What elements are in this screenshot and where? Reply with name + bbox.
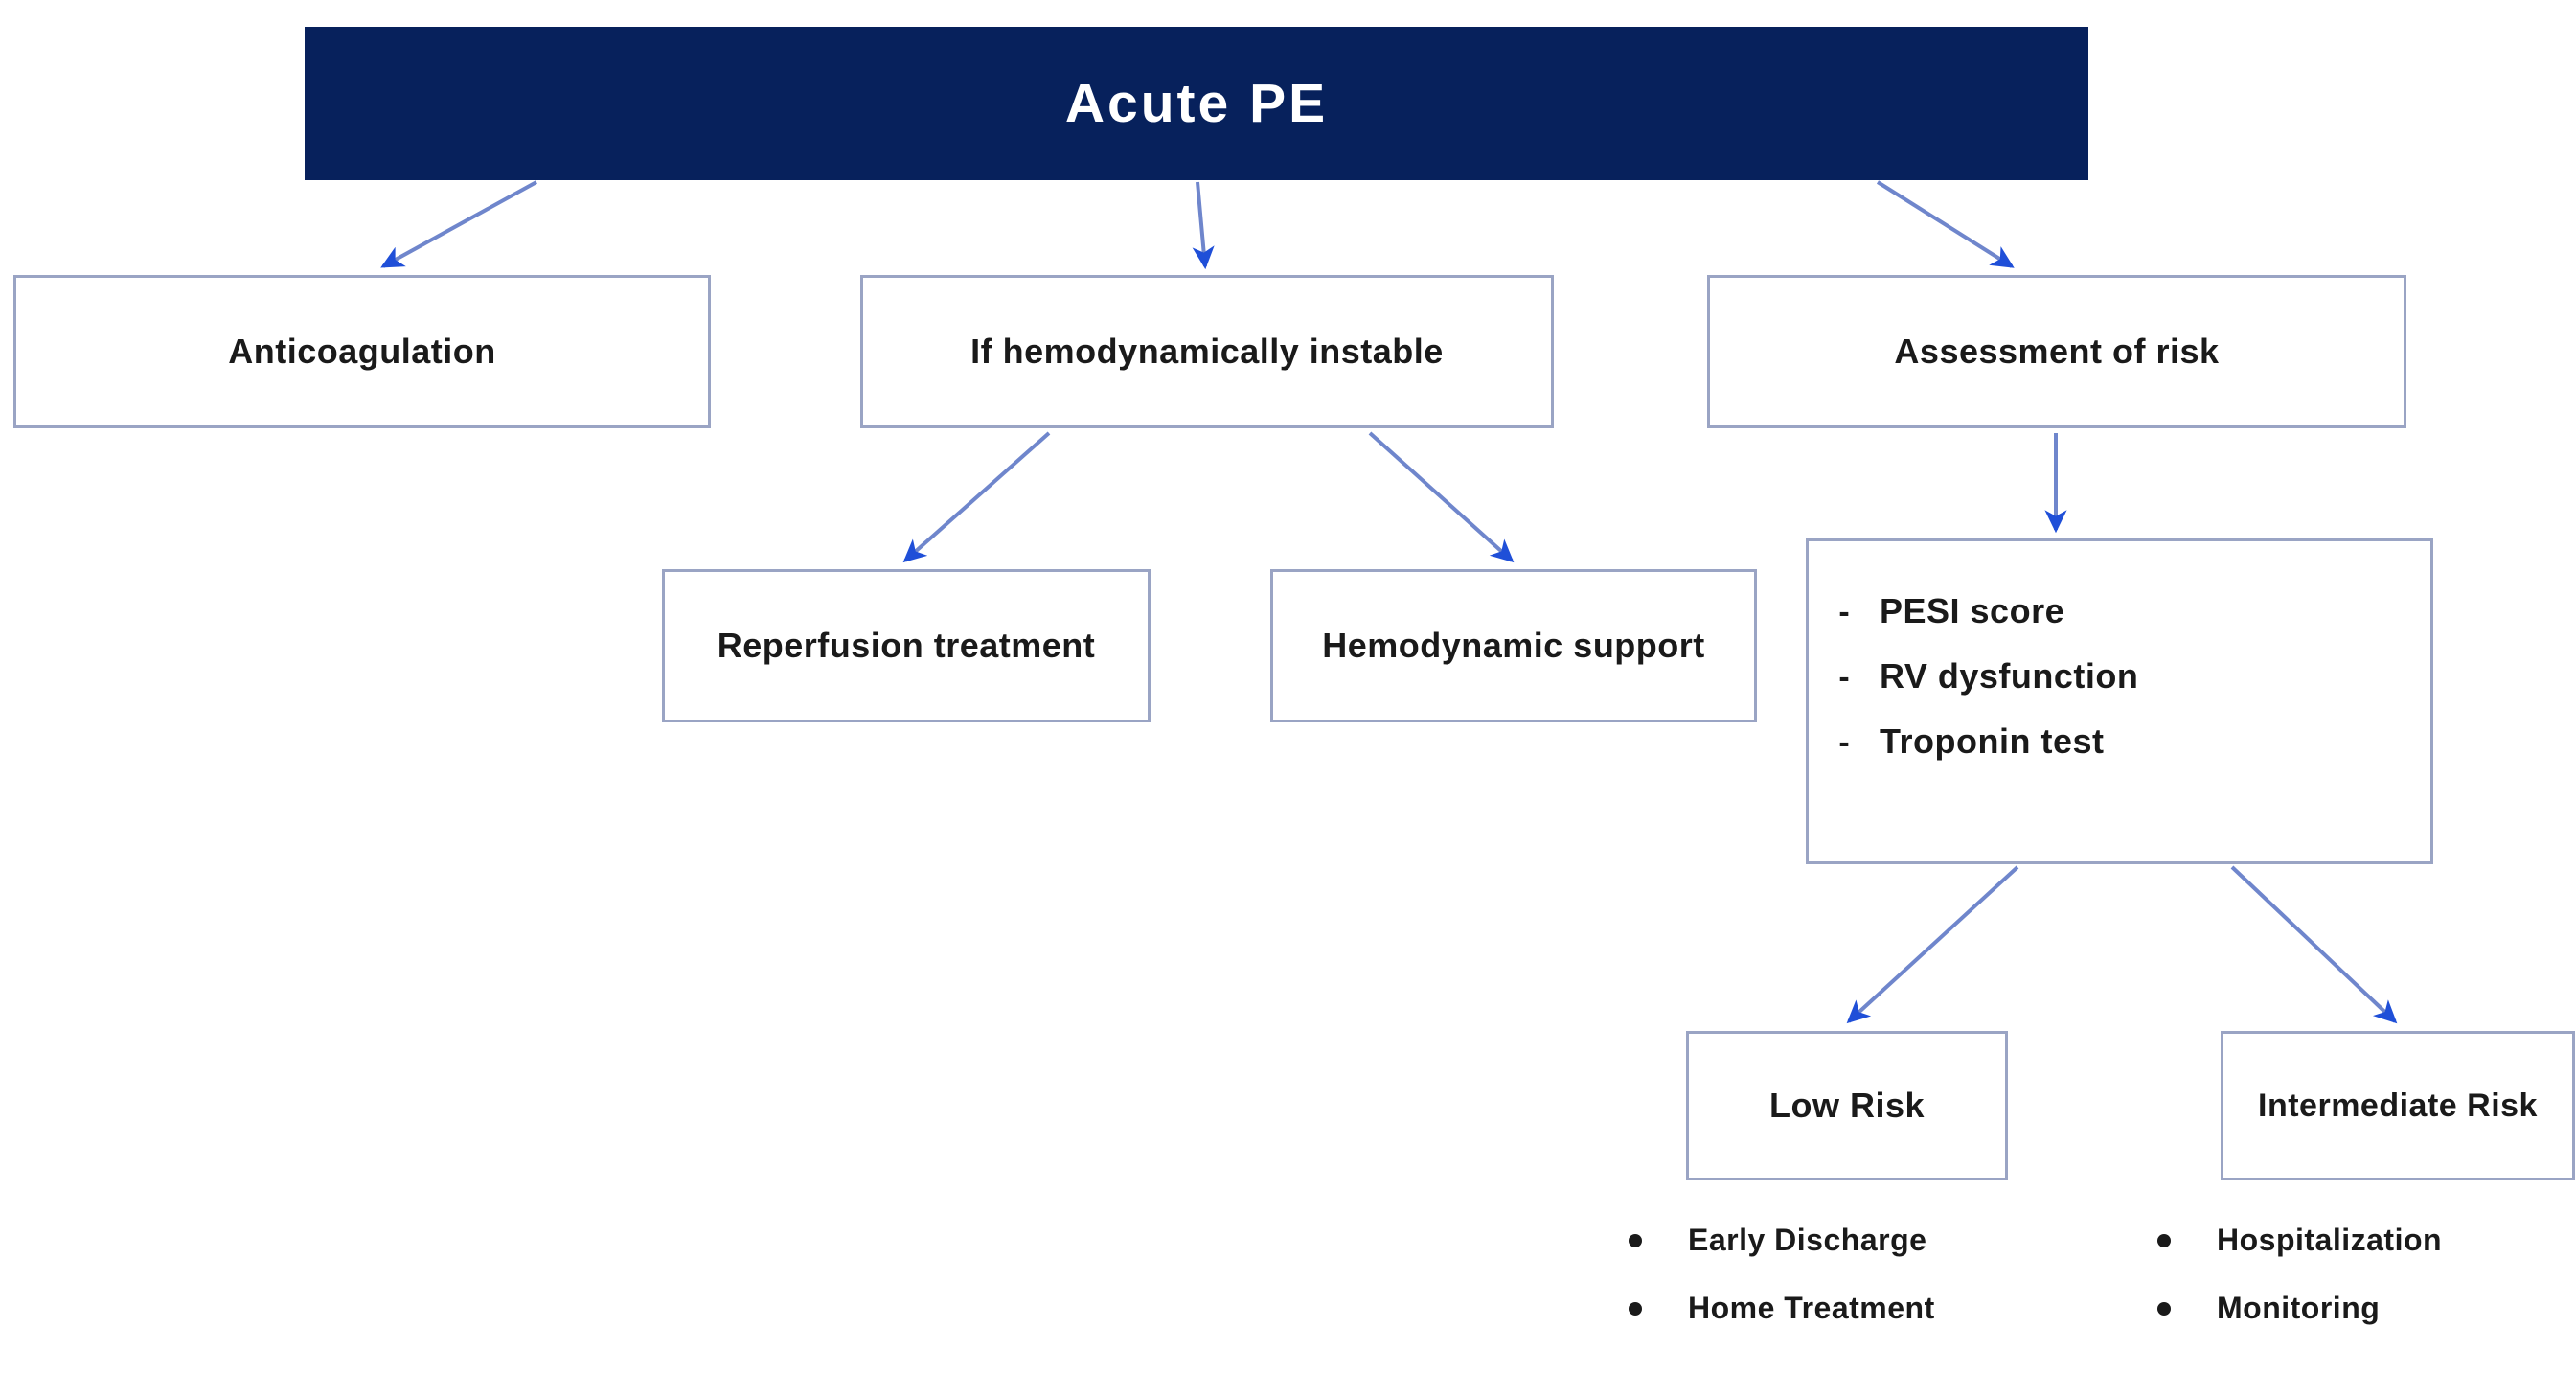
criteria-label-rv-dysfunction: RV dysfunction	[1880, 656, 2139, 696]
list-item: - Troponin test	[1809, 721, 2430, 762]
dash-bullet-icon: -	[1838, 659, 1850, 696]
dot-bullet-icon	[2157, 1233, 2171, 1247]
list-item: - RV dysfunction	[1809, 656, 2430, 697]
node-reperfusion-treatment[interactable]: Reperfusion treatment	[662, 569, 1151, 722]
list-item: Monitoring	[2157, 1291, 2442, 1326]
connector-unstable-hemosupport	[1368, 431, 1515, 563]
connector-root-unstable	[1192, 181, 1215, 270]
node-hemodynamic-support-label: Hemodynamic support	[1322, 626, 1705, 666]
connector-criteria-intermediaterisk	[2230, 865, 2398, 1024]
node-assessment-of-risk[interactable]: Assessment of risk	[1707, 275, 2406, 428]
list-item: Early Discharge	[1629, 1223, 1935, 1258]
dash-bullet-icon: -	[1838, 594, 1850, 630]
node-anticoagulation-label: Anticoagulation	[228, 332, 496, 372]
low-risk-outcome-list: Early Discharge Home Treatment	[1629, 1223, 1935, 1359]
dot-bullet-icon	[2157, 1301, 2171, 1316]
node-intermediate-risk[interactable]: Intermediate Risk	[2221, 1031, 2575, 1180]
node-hemodynamic-support[interactable]: Hemodynamic support	[1270, 569, 1757, 722]
connector-root-anticoagulation	[380, 180, 537, 268]
node-risk-criteria[interactable]: - PESI score - RV dysfunction - Troponin…	[1806, 538, 2433, 864]
outcome-label-monitoring: Monitoring	[2217, 1291, 2381, 1325]
outcome-label-home-treatment: Home Treatment	[1688, 1291, 1935, 1325]
node-low-risk[interactable]: Low Risk	[1686, 1031, 2008, 1180]
node-low-risk-label: Low Risk	[1768, 1086, 1926, 1126]
outcome-label-early-discharge: Early Discharge	[1688, 1223, 1927, 1257]
intermediate-risk-outcome-list: Hospitalization Monitoring	[2157, 1223, 2442, 1359]
node-if-hemodynamically-instable[interactable]: If hemodynamically instable	[860, 275, 1554, 428]
node-if-hemodynamically-instable-label: If hemodynamically instable	[970, 332, 1444, 372]
connector-unstable-reperfusion	[902, 431, 1051, 563]
node-reperfusion-treatment-label: Reperfusion treatment	[717, 626, 1096, 666]
connector-root-assessment	[1876, 180, 2015, 268]
node-assessment-of-risk-label: Assessment of risk	[1894, 332, 2220, 372]
dot-bullet-icon	[1629, 1301, 1642, 1316]
risk-criteria-list: - PESI score - RV dysfunction - Troponin…	[1809, 591, 2430, 762]
dot-bullet-icon	[1629, 1233, 1642, 1247]
list-item: Home Treatment	[1629, 1291, 1935, 1326]
connector-criteria-lowrisk	[1846, 865, 2019, 1024]
node-acute-pe[interactable]: Acute PE	[305, 27, 2088, 180]
criteria-label-troponin-test: Troponin test	[1880, 721, 2105, 761]
criteria-label-pesi-score: PESI score	[1880, 591, 2065, 630]
list-item: - PESI score	[1809, 591, 2430, 631]
outcome-label-hospitalization: Hospitalization	[2217, 1223, 2443, 1257]
node-intermediate-risk-label: Intermediate Risk	[2258, 1087, 2538, 1124]
node-anticoagulation[interactable]: Anticoagulation	[13, 275, 711, 428]
node-acute-pe-label: Acute PE	[1064, 72, 1329, 134]
dash-bullet-icon: -	[1838, 724, 1850, 761]
list-item: Hospitalization	[2157, 1223, 2442, 1258]
